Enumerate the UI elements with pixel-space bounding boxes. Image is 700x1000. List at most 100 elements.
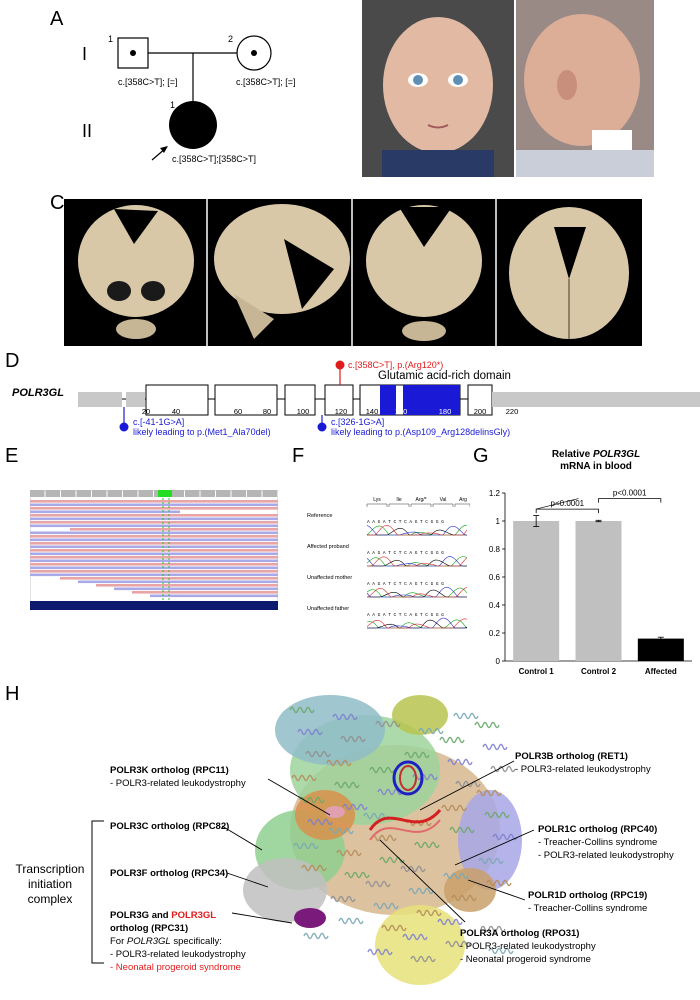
rpo31-title: POLR3A ortholog (RPO31): [460, 928, 579, 939]
leader-line-rpc11: [267, 778, 331, 816]
aa-tick: 60: [234, 407, 242, 416]
sig-label: p<0.0001: [613, 489, 647, 498]
alignment-ruler: [30, 490, 277, 497]
skull-ct-renders: [64, 199, 642, 346]
blue-variant-1-label: c.[-41-1G>A]: [133, 417, 184, 427]
skull-superior-view: [509, 207, 629, 339]
father-number: 1: [108, 34, 113, 44]
panel-label-f: F: [292, 445, 305, 467]
complex-bracket: [91, 820, 104, 964]
trace-row-label: Unaffected father: [307, 606, 349, 612]
bar: [575, 521, 622, 661]
rpc19-title: POLR1D ortholog (RPC19): [528, 890, 647, 901]
codon-label: Val: [440, 497, 447, 503]
aa-tick: 160: [395, 407, 408, 416]
panel-label-e: E: [5, 445, 19, 467]
dna-template: [392, 760, 424, 796]
rpc31-title-line2: ortholog (RPC31): [110, 923, 188, 934]
panel-label-c: C: [50, 192, 65, 214]
chart-title-line2: mRNA in blood: [560, 461, 632, 472]
bar: [513, 521, 560, 661]
trace-row-label: Affected proband: [307, 544, 349, 550]
trace-row-label: Unaffected mother: [307, 575, 352, 581]
red-variant-label: c.[358C>T], p.(Arg120*): [348, 360, 443, 370]
rpc31-highlight: [294, 908, 326, 928]
rpc34-title: POLR3F ortholog (RPC34): [110, 868, 228, 879]
x-tick-label: Control 1: [519, 667, 555, 675]
blue-variant-2-marker: [317, 422, 327, 432]
pol3-structure-render: [243, 695, 522, 985]
aa-ticks: 20 40 60 80 100 120 140 160 180 200 220: [142, 407, 518, 416]
x-tick-label: Affected: [645, 667, 677, 675]
utr-3prime: [492, 392, 700, 407]
complex-label: initiation: [28, 877, 72, 891]
panel-label-a: A: [50, 8, 64, 30]
aa-tick: 220: [506, 407, 519, 416]
skull-lateral-view: [214, 204, 350, 339]
pol3-structure-panel: Transcription initiation complex POLR3K …: [16, 695, 674, 985]
skull-frontal-view: [78, 205, 194, 339]
exon-1: [145, 384, 209, 416]
rpc40-disease: - POLR3-related leukodystrophy: [538, 850, 674, 861]
panel-label-d: D: [5, 350, 20, 372]
rpc19-disease: - Treacher-Collins syndrome: [528, 903, 647, 914]
exon-3: [284, 384, 316, 416]
codon-label: Arg: [459, 497, 467, 503]
rpc40-title: POLR1C ortholog (RPC40): [538, 824, 657, 835]
leader-line-rpc34: [226, 872, 269, 888]
aa-tick: 140: [366, 407, 379, 416]
proband-circle: [169, 101, 217, 149]
pedigree-chart: I II 1 2 1 c.[358C>T]; [=] c.[358C>T]; […: [82, 34, 296, 164]
mother-carrier-dot: [251, 50, 257, 56]
rpc82-title: POLR3C ortholog (RPC82): [110, 821, 229, 832]
father-carrier-dot: [130, 50, 136, 56]
y-tick-label: 0.2: [489, 629, 501, 638]
proband-genotype: c.[358C>T];[358C>T]: [172, 154, 256, 164]
utr-5prime-exon: [126, 392, 145, 407]
aa-tick: 180: [439, 407, 452, 416]
rpc40-disease: - Treacher-Collins syndrome: [538, 837, 657, 848]
svg-text:AAGATCTCAGTCGGG: AAGATCTCAGTCGGG: [367, 519, 447, 525]
y-tick-label: 1.2: [489, 489, 501, 498]
generation-i-label: I: [82, 44, 87, 64]
glu-rich-block-2: [403, 385, 460, 415]
rpo31-disease: - POLR3-related leukodystrophy: [460, 941, 596, 952]
rpc11-disease: - POLR3-related leukodystrophy: [110, 778, 246, 789]
dna-strand: [368, 809, 442, 831]
aa-tick: 80: [263, 407, 271, 416]
panel-label-h: H: [5, 683, 20, 705]
patient-photos: [362, 0, 654, 177]
svg-text:AAGATCTCAGTCGGG: AAGATCTCAGTCGGG: [367, 550, 447, 556]
gene-name: POLR3GL: [12, 387, 64, 399]
aa-tick: 100: [297, 407, 310, 416]
sanger-traces: Lys Ile Arg/* Val Arg Reference Affected…: [307, 497, 470, 629]
blue-variant-1-effect: likely leading to p.(Met1_Ala70del): [133, 427, 271, 437]
aa-tick: 20: [142, 407, 150, 416]
skull-posterior-view: [366, 205, 482, 341]
rpc31-disease: - POLR3-related leukodystrophy: [110, 949, 246, 960]
svg-text:AAGATCTCAGTCGGG: AAGATCTCAGTCGGG: [367, 581, 447, 587]
aa-tick: 200: [474, 407, 487, 416]
exon-4: [324, 384, 354, 416]
leader-line-ret1: [419, 760, 515, 811]
utr-5prime: [78, 392, 122, 407]
father-genotype: c.[358C>T]; [=]: [118, 77, 178, 87]
svg-text:AAGATCTCAGTCGGG: AAGATCTCAGTCGGG: [367, 612, 447, 618]
codon-label: Arg/*: [415, 497, 426, 503]
reference-sequence-track: [30, 601, 278, 610]
codon-label: Ile: [396, 497, 402, 503]
blue-variant-2-effect: likely leading to p.(Asp109_Arg128delins…: [331, 427, 510, 437]
mrna-bar-chart: Relative POLR3GL mRNA in blood 00.20.40.…: [489, 449, 692, 675]
ret1-title: POLR3B ortholog (RET1): [515, 751, 628, 762]
glu-rich-block-1: [380, 385, 396, 415]
proband-arrowhead: [160, 146, 168, 153]
leader-line-rpc82: [221, 825, 263, 851]
generation-ii-label: II: [82, 121, 92, 141]
y-tick-label: 0.6: [489, 573, 501, 582]
complex-label: Transcription: [16, 862, 85, 876]
y-tick-label: 0.8: [489, 545, 501, 554]
ret1-disease: - POLR3-related leukodystrophy: [515, 764, 651, 775]
codon-label: Lys: [373, 497, 381, 503]
sig-bracket: [598, 498, 662, 503]
rpc31-disease-red: - Neonatal progeroid syndrome: [110, 962, 241, 973]
